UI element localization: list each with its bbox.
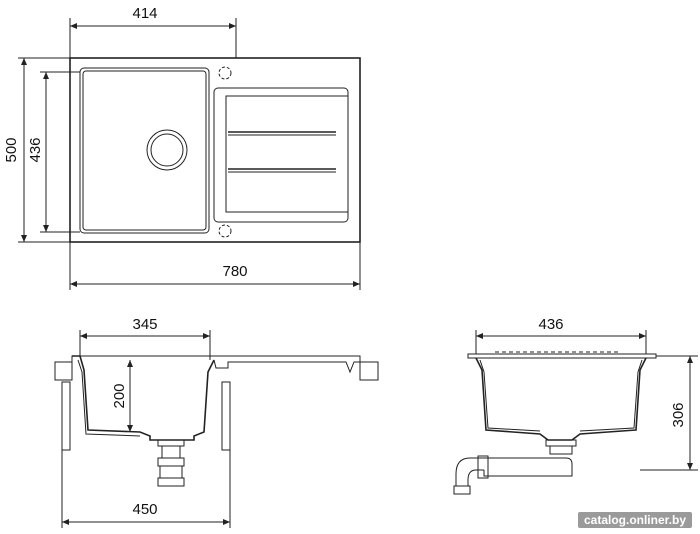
bowl-profile	[72, 355, 215, 441]
drain-inner-icon	[150, 133, 184, 167]
overflow-hole-icon	[218, 224, 232, 238]
drainer-profile	[71, 355, 361, 374]
drainer-inner	[225, 95, 349, 213]
dim-label-436-side: 436	[27, 137, 44, 162]
drainer-board	[213, 87, 349, 223]
dim-label-306: 306	[670, 402, 687, 427]
bowl-outline	[79, 67, 210, 234]
front-bowl-profile	[475, 357, 647, 441]
tap-hole-icon	[218, 66, 232, 80]
side-section-view: 345 200 450	[54, 316, 379, 528]
elbow-nut	[453, 485, 471, 495]
sink-outline	[69, 57, 361, 243]
drain-nut	[157, 477, 185, 487]
dim-label-345: 345	[132, 316, 157, 333]
dim-label-436-front: 436	[538, 316, 563, 333]
cabinet-wall-left	[61, 381, 71, 451]
dim-label-200: 200	[111, 383, 128, 408]
front-drain-flange	[545, 439, 577, 447]
countertop-left	[54, 361, 73, 381]
drain-flange	[157, 439, 185, 447]
front-rim	[467, 353, 657, 359]
dim-label-414: 414	[132, 5, 157, 22]
bowl-inner	[82, 70, 207, 231]
dim-label-450: 450	[132, 501, 157, 518]
top-view: 414 500 436 780	[3, 5, 361, 290]
drain-icon	[146, 129, 188, 171]
drain-body	[161, 446, 181, 459]
cabinet-wall-right	[221, 381, 231, 451]
pipe-coupling	[477, 455, 489, 479]
waste-pipe	[480, 457, 573, 477]
waste-elbow	[455, 457, 480, 486]
front-section-view: 436 306	[453, 316, 698, 495]
dim-label-780: 780	[222, 263, 247, 280]
dim-label-500: 500	[3, 137, 20, 162]
countertop-right	[359, 361, 379, 381]
watermark: catalog.onliner.by	[577, 512, 692, 528]
